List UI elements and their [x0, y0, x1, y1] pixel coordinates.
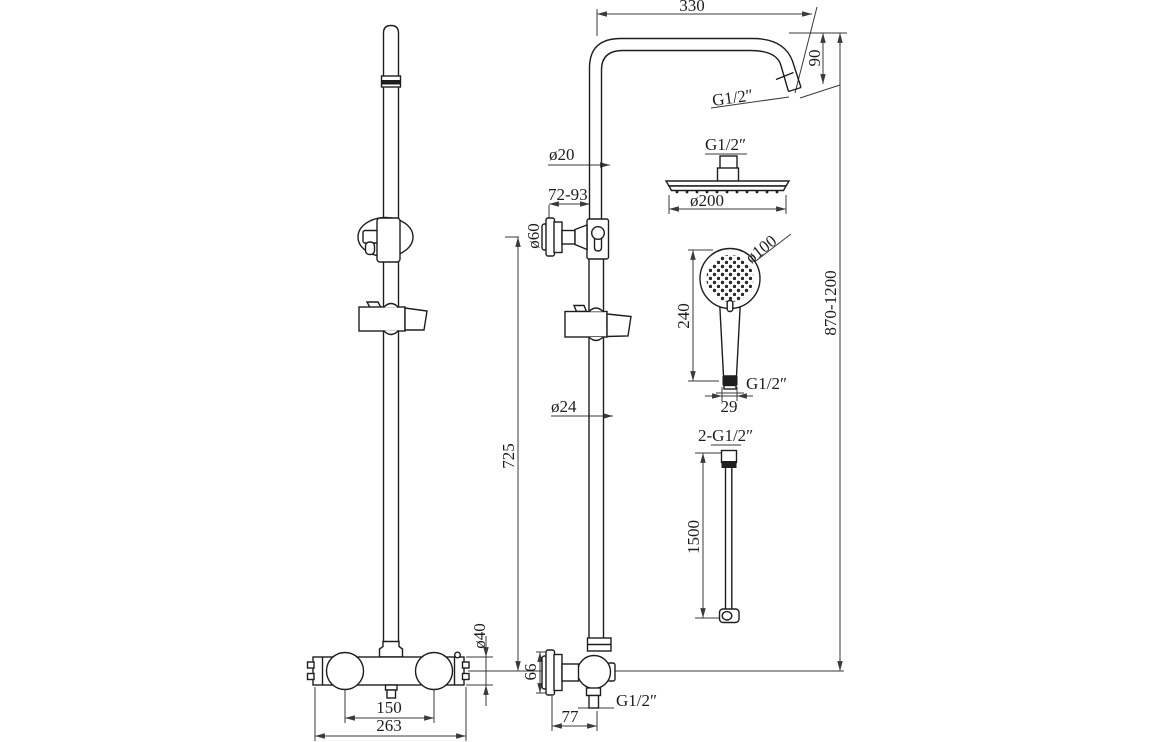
handset-holder-front — [358, 306, 406, 332]
safety-button — [454, 651, 462, 659]
head-nozzles — [675, 190, 779, 194]
dim-bracket-range: 72-93 — [548, 185, 588, 204]
head-connector — [719, 155, 738, 170]
head-disc — [664, 180, 791, 187]
holder-cone-side — [606, 313, 632, 338]
holder-cone-front — [404, 307, 428, 331]
dim-overall-width: 263 — [376, 716, 402, 735]
dim-rail-length: 725 — [499, 443, 518, 469]
shower-arm-outer — [588, 37, 802, 222]
rain-head-view — [664, 155, 791, 194]
dim-arm-drop: 90 — [805, 50, 824, 67]
dim-handset-thread: G1/2″ — [746, 374, 787, 393]
dim-head-diameter: ø200 — [690, 191, 724, 210]
temperature-knob — [325, 651, 365, 691]
dim-flange-height: 66 — [521, 664, 540, 681]
valve-body-side — [576, 654, 612, 690]
dim-rail-diameter: ø24 — [551, 397, 577, 416]
dim-outlet-thread: G1/2″ — [616, 691, 657, 710]
dim-wall-offset: 77 — [562, 707, 580, 726]
hose-tube — [724, 468, 733, 610]
upper-bracket-clamp-front — [376, 217, 401, 263]
handset-spray-face — [706, 255, 754, 302]
clamp-screw — [591, 225, 606, 240]
side-view — [541, 37, 802, 709]
dim-hose-length: 1500 — [684, 520, 703, 554]
handset-view — [699, 247, 761, 390]
dimension-lines — [314, 6, 847, 741]
dim-overall-height: 870-1200 — [821, 270, 840, 335]
dim-pipe-diameter: ø20 — [549, 145, 575, 164]
dim-knob-spacing: 150 — [376, 698, 402, 717]
upper-wall-flange — [545, 217, 556, 257]
dim-body-diameter: ø40 — [470, 623, 489, 649]
arm-thread-leader — [710, 96, 790, 109]
valve-outlet-side — [585, 687, 602, 697]
lower-wall-flange — [545, 649, 556, 696]
dim-handset-length: 240 — [674, 303, 693, 329]
dim-flange-diameter: ø60 — [524, 223, 543, 249]
riser-rail-front — [382, 24, 400, 645]
dim-handset-width: 29 — [721, 397, 738, 416]
shower-arm-inner — [600, 49, 790, 222]
dim-arm-reach: 330 — [679, 0, 705, 15]
bracket-lever-tip — [364, 241, 376, 256]
handset-holder-side — [564, 310, 608, 338]
hose-top-connector — [720, 449, 738, 464]
mixer-outlet — [384, 684, 398, 691]
flow-knob — [414, 651, 454, 691]
rail-base-connector — [378, 640, 404, 658]
dim-head-thread: G1/2″ — [705, 135, 746, 154]
dim-hose-thread: 2-G1/2″ — [698, 426, 753, 445]
handset-thread-band — [722, 376, 738, 386]
holder-tab-side — [572, 304, 588, 313]
handset-mode-button — [726, 299, 734, 313]
front-view — [306, 24, 470, 699]
hose-view — [718, 449, 740, 624]
